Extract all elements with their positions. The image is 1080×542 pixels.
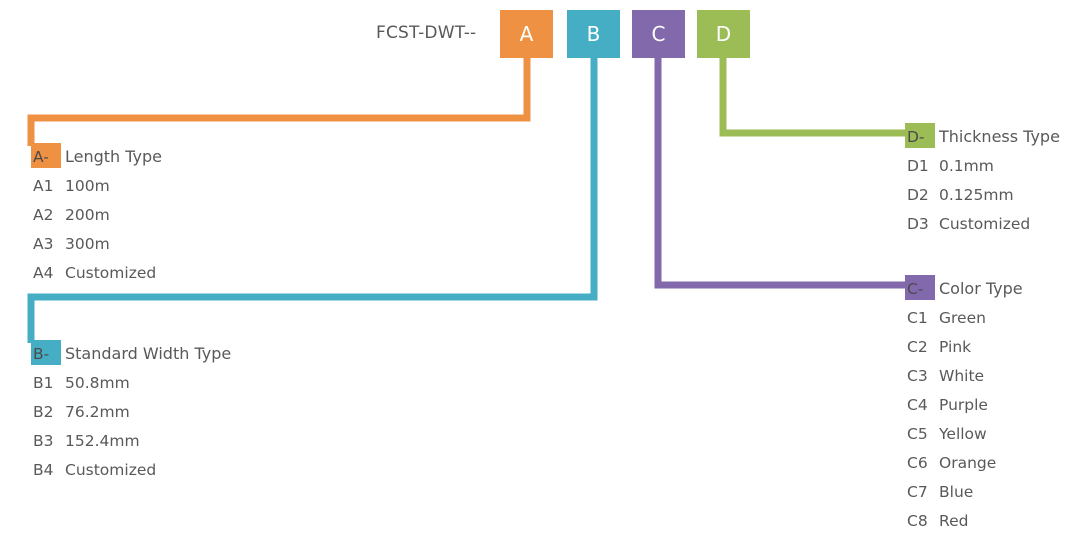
item-code: D3 bbox=[907, 214, 929, 233]
section-a-code: A- bbox=[33, 147, 49, 166]
section-length-type: A- Length Type A1 100m A2 200m A3 300m A… bbox=[31, 142, 162, 287]
code-box-a[interactable]: A bbox=[500, 10, 553, 58]
item-desc: Red bbox=[939, 511, 969, 530]
section-b-title: Standard Width Type bbox=[65, 344, 232, 363]
item-desc: 152.4mm bbox=[65, 431, 140, 450]
list-item: C4 Purple bbox=[905, 390, 1023, 419]
code-box-b[interactable]: B bbox=[567, 10, 620, 58]
list-item: A2 200m bbox=[31, 200, 162, 229]
connector-line-a bbox=[27, 58, 531, 146]
section-c-code: C- bbox=[907, 279, 924, 298]
item-desc: Customized bbox=[65, 263, 157, 282]
section-c-header: C- Color Type bbox=[905, 274, 1023, 303]
item-code: C1 bbox=[907, 308, 928, 327]
list-item: A3 300m bbox=[31, 229, 162, 258]
section-d-header: D- Thickness Type bbox=[905, 122, 1060, 151]
item-desc: 100m bbox=[65, 176, 110, 195]
list-item: C3 White bbox=[905, 361, 1023, 390]
item-code: C4 bbox=[907, 395, 928, 414]
item-desc: 200m bbox=[65, 205, 110, 224]
item-code: D2 bbox=[907, 185, 929, 204]
section-a-title: Length Type bbox=[65, 147, 163, 166]
item-code: A1 bbox=[33, 176, 54, 195]
list-item: C1 Green bbox=[905, 303, 1023, 332]
section-color-type: C- Color Type C1 Green C2 Pink C3 White … bbox=[905, 274, 1023, 535]
list-item: D1 0.1mm bbox=[905, 151, 1060, 180]
item-desc: Green bbox=[939, 308, 986, 327]
item-code: A2 bbox=[33, 205, 54, 224]
item-code: D1 bbox=[907, 156, 929, 175]
item-code: B2 bbox=[33, 402, 54, 421]
item-code: C2 bbox=[907, 337, 928, 356]
connector-line-c bbox=[654, 58, 905, 289]
list-item: C5 Yellow bbox=[905, 419, 1023, 448]
list-item: B2 76.2mm bbox=[31, 397, 231, 426]
item-code: C8 bbox=[907, 511, 928, 530]
item-desc: White bbox=[939, 366, 985, 385]
list-item: D3 Customized bbox=[905, 209, 1060, 238]
section-d-title: Thickness Type bbox=[939, 127, 1060, 146]
item-code: B3 bbox=[33, 431, 54, 450]
item-desc: Yellow bbox=[939, 424, 987, 443]
list-item: C6 Orange bbox=[905, 448, 1023, 477]
part-number-prefix: FCST-DWT-- bbox=[376, 23, 477, 43]
item-code: A4 bbox=[33, 263, 54, 282]
item-desc: 76.2mm bbox=[65, 402, 130, 421]
code-box-d[interactable]: D bbox=[697, 10, 750, 58]
code-box-c[interactable]: C bbox=[632, 10, 685, 58]
list-item: D2 0.125mm bbox=[905, 180, 1060, 209]
section-b-header: B- Standard Width Type bbox=[31, 339, 231, 368]
list-item: A4 Customized bbox=[31, 258, 162, 287]
section-c-title: Color Type bbox=[939, 279, 1023, 298]
connector-line-d bbox=[719, 58, 905, 137]
item-code: C3 bbox=[907, 366, 928, 385]
item-desc: 0.125mm bbox=[939, 185, 1014, 204]
item-code: C6 bbox=[907, 453, 928, 472]
item-desc: Customized bbox=[939, 214, 1031, 233]
section-d-code: D- bbox=[907, 127, 925, 146]
item-code: A3 bbox=[33, 234, 54, 253]
item-desc: Customized bbox=[65, 460, 157, 479]
list-item: B3 152.4mm bbox=[31, 426, 231, 455]
section-standard-width-type: B- Standard Width Type B1 50.8mm B2 76.2… bbox=[31, 339, 231, 484]
item-desc: Orange bbox=[939, 453, 997, 472]
list-item: C2 Pink bbox=[905, 332, 1023, 361]
list-item: B1 50.8mm bbox=[31, 368, 231, 397]
item-code: B4 bbox=[33, 460, 54, 479]
item-desc: 300m bbox=[65, 234, 110, 253]
item-desc: Blue bbox=[939, 482, 974, 501]
item-desc: Purple bbox=[939, 395, 988, 414]
list-item: C7 Blue bbox=[905, 477, 1023, 506]
item-desc: Pink bbox=[939, 337, 972, 356]
item-code: C7 bbox=[907, 482, 928, 501]
list-item: A1 100m bbox=[31, 171, 162, 200]
item-desc: 50.8mm bbox=[65, 373, 130, 392]
item-code: C5 bbox=[907, 424, 928, 443]
list-item: C8 Red bbox=[905, 506, 1023, 535]
section-thickness-type: D- Thickness Type D1 0.1mm D2 0.125mm D3… bbox=[905, 122, 1060, 238]
item-code: B1 bbox=[33, 373, 54, 392]
list-item: B4 Customized bbox=[31, 455, 231, 484]
item-desc: 0.1mm bbox=[939, 156, 994, 175]
section-a-header: A- Length Type bbox=[31, 142, 162, 171]
section-b-code: B- bbox=[33, 344, 50, 363]
